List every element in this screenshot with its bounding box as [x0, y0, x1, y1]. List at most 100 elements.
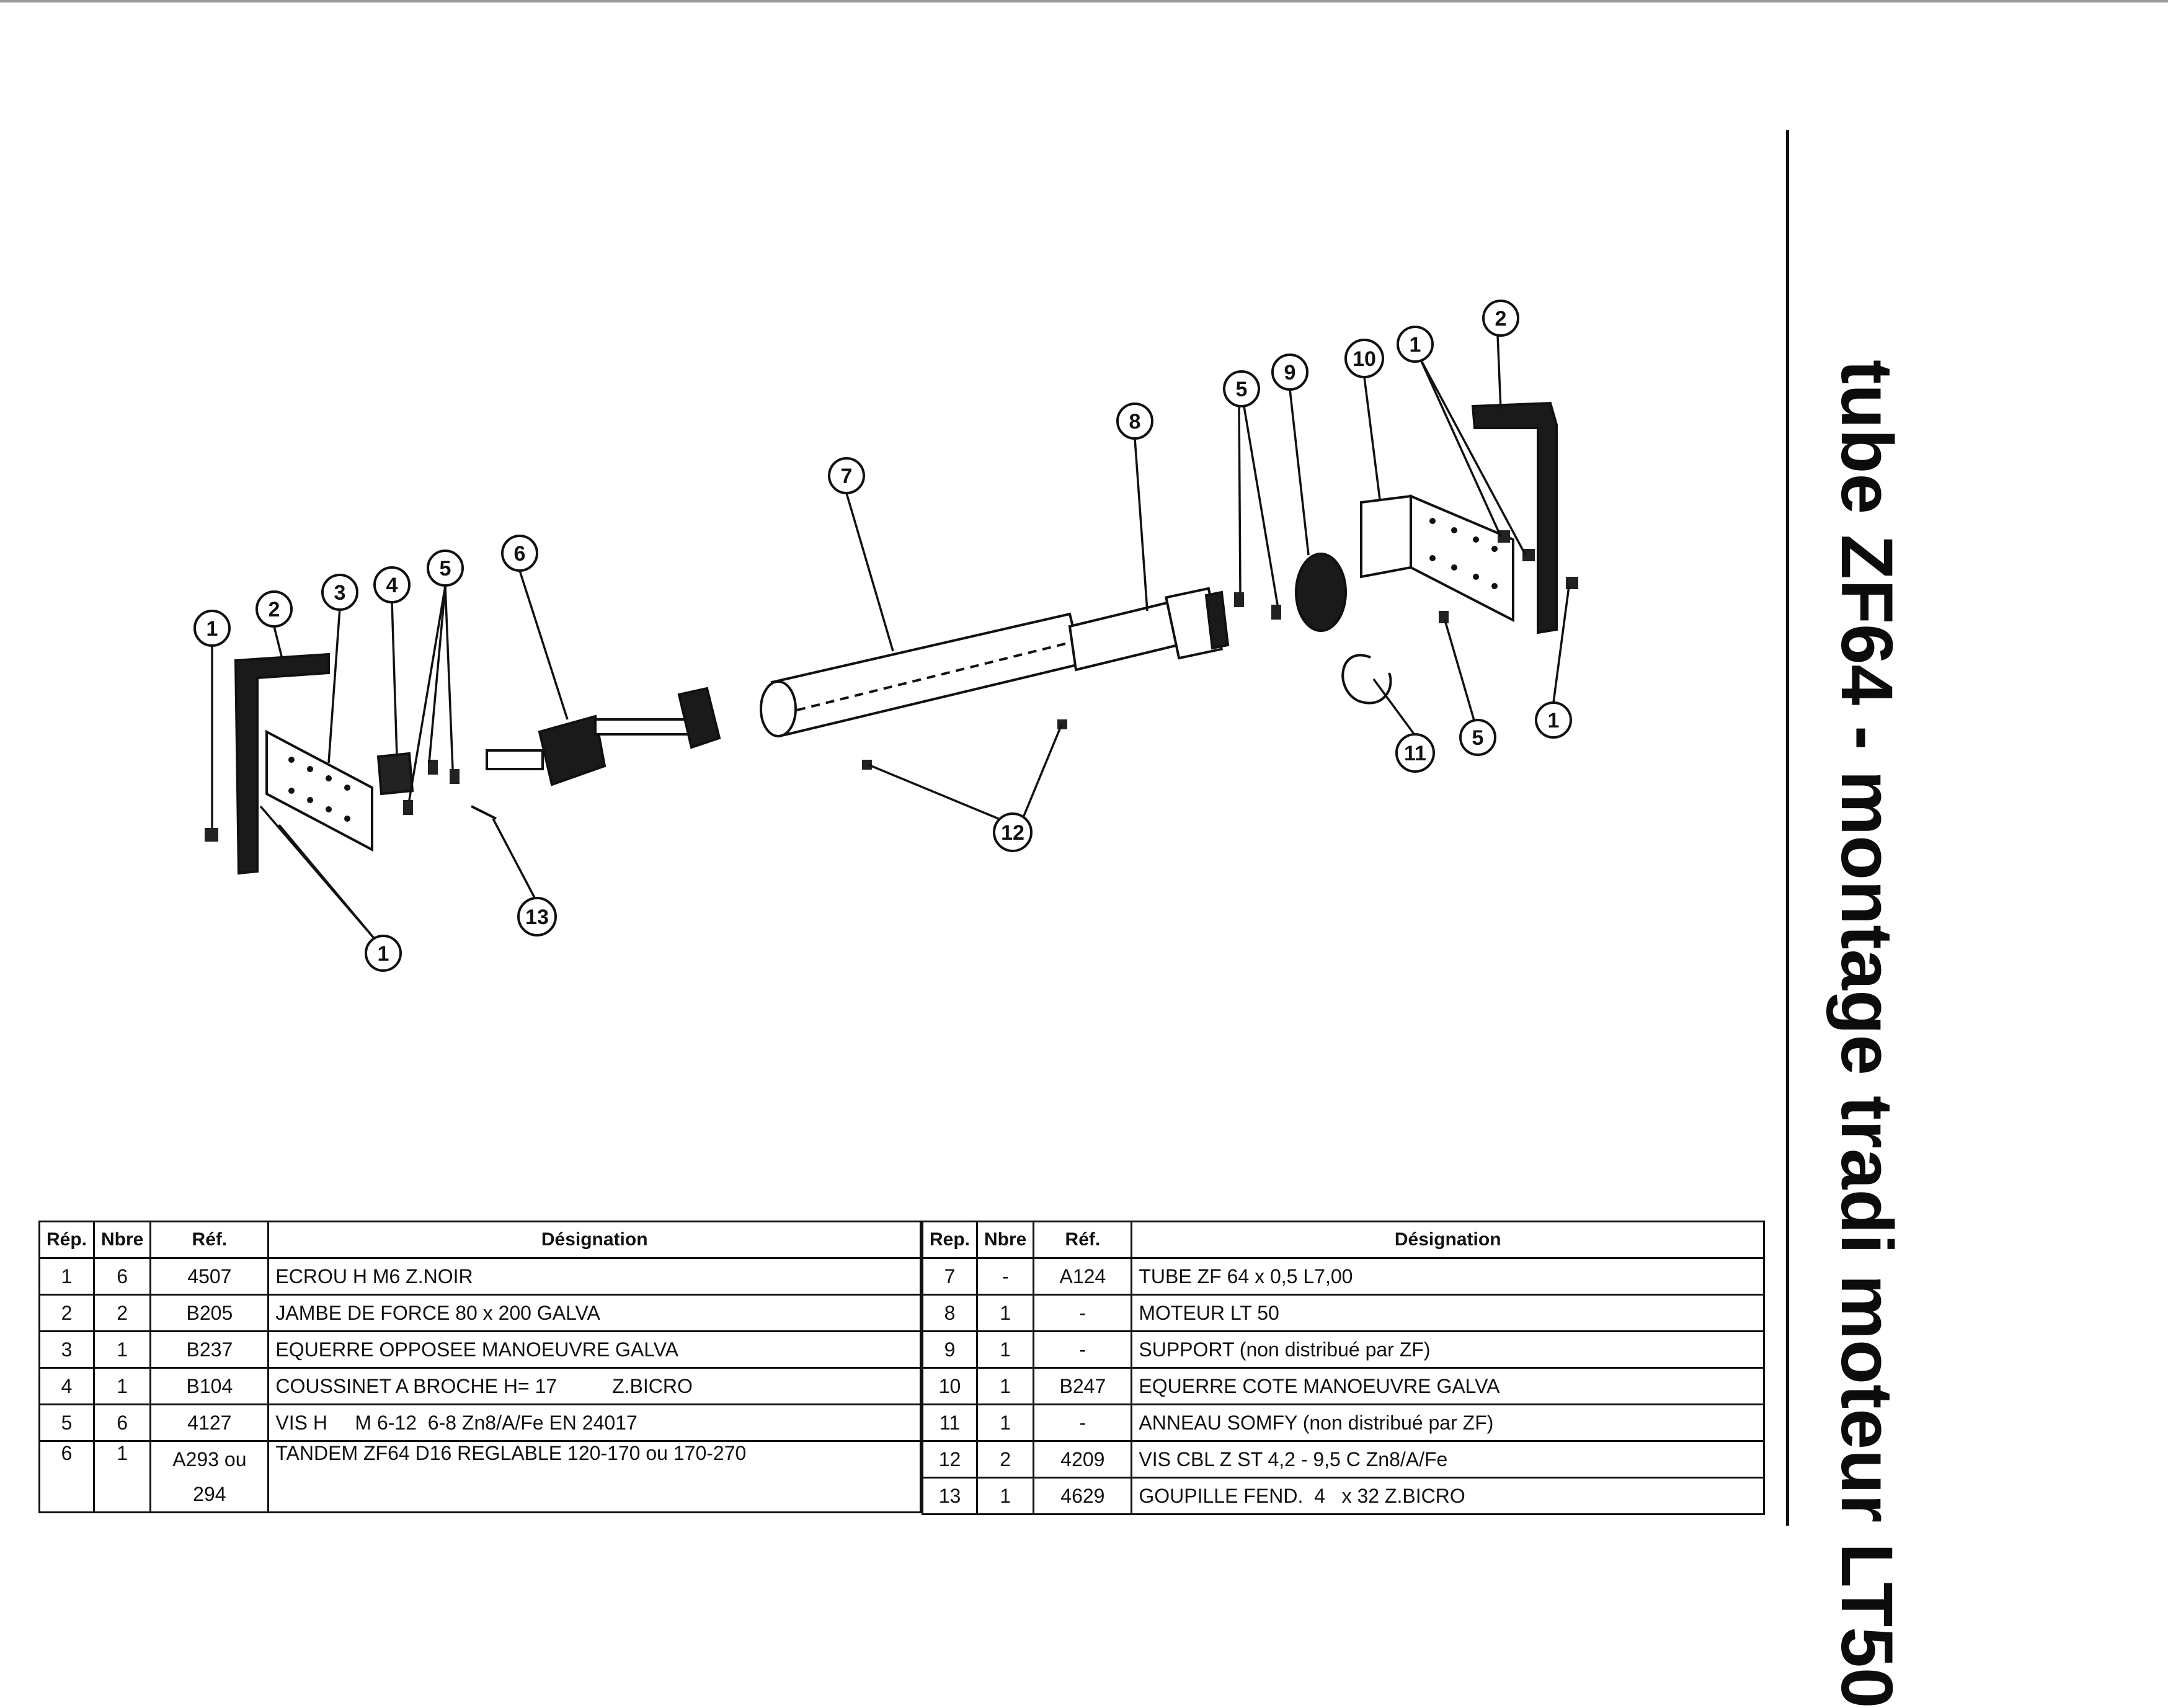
cell-nbre: 1 [976, 1294, 1035, 1332]
header-nbre: Nbre [93, 1221, 152, 1259]
callout-2-a-label: 2 [269, 598, 280, 621]
cell-rep: 13 [921, 1477, 979, 1515]
callout-7-label: 7 [841, 465, 853, 488]
cell-nbre: 1 [976, 1403, 1035, 1442]
table-row-continuation: 294 [40, 1477, 921, 1513]
cell-nbre: 6 [93, 1257, 152, 1296]
table-row: 2 2 B205 JAMBE DE FORCE 80 x 200 GALVA [38, 1294, 922, 1332]
cell-nbre: - [976, 1257, 1035, 1296]
cell-designation: COUSSINET A BROCHE H= 17 Z.BICRO [267, 1367, 922, 1405]
callout-10-label: 10 [1353, 347, 1376, 371]
callout-5-a: 5 [427, 549, 464, 587]
callout-12: 12 [993, 812, 1033, 852]
cell-nbre: 1 [976, 1477, 1035, 1515]
cell-nbre: 1 [93, 1330, 152, 1369]
cell-ref: B205 [149, 1294, 270, 1332]
header-ref: Réf. [1033, 1221, 1133, 1259]
callout-5-a-label: 5 [440, 557, 451, 580]
tube-part-7 [760, 612, 1084, 737]
callout-3-label: 3 [334, 581, 346, 605]
callout-11-label: 11 [1404, 742, 1426, 765]
cell-designation: EQUERRE OPPOSEE MANOEUVRE GALVA [267, 1330, 922, 1369]
callout-7: 7 [828, 457, 865, 494]
cell-ref: - [1033, 1403, 1133, 1442]
parts-table-right: Rep. Nbre Réf. Désignation 7 - A124 TUBE… [921, 1221, 1765, 1515]
cell-rep: 11 [921, 1403, 979, 1442]
cell-rep: 3 [38, 1330, 96, 1369]
right-nuts-part-1 [1498, 530, 1578, 589]
callout-13-label: 13 [525, 905, 549, 929]
table-row: 12 2 4209 VIS CBL Z ST 4,2 - 9,5 C Zn8/A… [921, 1440, 1765, 1479]
ring-part-11 [1341, 654, 1392, 705]
cell-rep: 7 [921, 1257, 979, 1296]
callout-12-label: 12 [1001, 821, 1024, 845]
table-row: 3 1 B237 EQUERRE OPPOSEE MANOEUVRE GALVA [38, 1330, 922, 1369]
cell-rep: 2 [38, 1294, 96, 1332]
callout-8-label: 8 [1129, 410, 1141, 434]
table-row: 9 1 - SUPPORT (non distribué par ZF) [921, 1330, 1765, 1369]
callout-3: 3 [321, 574, 358, 611]
cell-ref: A293 ou [149, 1440, 270, 1477]
cell-nbre: 1 [976, 1367, 1035, 1405]
left-bracket-plate-part-3 [265, 729, 373, 852]
cell-designation: TANDEM ZF64 D16 REGLABLE 120-170 ou 170-… [267, 1440, 922, 1513]
cell-ref-continued: 294 [149, 1477, 270, 1513]
cell-ref: 4209 [1033, 1440, 1133, 1479]
header-rep: Rep. [921, 1221, 979, 1259]
callout-13: 13 [517, 897, 557, 936]
cell-rep: 9 [921, 1330, 979, 1369]
callout-6: 6 [501, 535, 538, 572]
header-ref: Réf. [149, 1221, 270, 1259]
right-bracket-part-10 [1360, 494, 1514, 623]
cell-designation: VIS H M 6-12 6-8 Zn8/A/Fe EN 24017 [267, 1403, 922, 1442]
cell-ref: A124 [1033, 1257, 1133, 1296]
table-row: 4 1 B104 COUSSINET A BROCHE H= 17 Z.BICR… [38, 1367, 922, 1405]
cell-nbre: 1 [976, 1330, 1035, 1369]
document-title: tube ZF64 - montage tradi moteur LT50 [1826, 360, 1908, 1708]
callout-1-c-label: 1 [1548, 709, 1560, 732]
cell-rep: 10 [921, 1367, 979, 1405]
callout-1-a-label: 1 [207, 617, 218, 641]
callout-2-a: 2 [255, 590, 293, 628]
table-row: 6 1 A293 ou TANDEM ZF64 D16 REGLABLE 120… [38, 1440, 922, 1513]
cell-ref: B237 [149, 1330, 270, 1369]
cell-designation: VIS CBL Z ST 4,2 - 9,5 C Zn8/A/Fe [1131, 1440, 1765, 1479]
cell-nbre: 2 [93, 1294, 152, 1332]
cell-nbre: 1 [93, 1367, 152, 1405]
pin-bearing-part-4 [376, 752, 414, 796]
callout-4-label: 4 [386, 574, 398, 597]
callout-8: 8 [1116, 403, 1153, 440]
callout-1-b: 1 [1397, 326, 1434, 363]
cell-designation: EQUERRE COTE MANOEUVRE GALVA [1131, 1367, 1765, 1405]
cell-nbre: 1 [93, 1440, 152, 1513]
cell-designation: ANNEAU SOMFY (non distribué par ZF) [1131, 1403, 1765, 1442]
cell-designation: SUPPORT (non distribué par ZF) [1131, 1330, 1765, 1369]
table-header-row: Rep. Nbre Réf. Désignation [921, 1221, 1765, 1259]
support-part-9 [1295, 553, 1347, 632]
callout-5-b-label: 5 [1236, 378, 1248, 401]
cell-rep: 6 [38, 1440, 96, 1513]
cell-ref: B247 [1033, 1367, 1133, 1405]
left-nut-part-1 [205, 828, 218, 842]
cell-designation: ECROU H M6 Z.NOIR [267, 1257, 922, 1296]
right-force-leg-part-2 [1471, 401, 1558, 634]
pin-part-13 [471, 805, 497, 820]
callout-4: 4 [373, 566, 411, 603]
right-frame-line [1786, 130, 1789, 1526]
cell-ref: - [1033, 1294, 1133, 1332]
cell-nbre: 6 [93, 1403, 152, 1442]
table-row: 1 6 4507 ECROU H M6 Z.NOIR [38, 1257, 922, 1296]
exploded-assembly-drawing: 1 2 3 4 5 6 7 8 5 9 10 1 2 1 5 11 12 13 … [193, 300, 1578, 972]
cell-ref: 4127 [149, 1403, 270, 1442]
cell-rep: 12 [921, 1440, 979, 1479]
callout-5-c-label: 5 [1472, 726, 1484, 750]
callout-1-c: 1 [1535, 701, 1572, 739]
top-scan-edge [0, 0, 2168, 2]
callout-2-b: 2 [1482, 300, 1519, 337]
table-row: 10 1 B247 EQUERRE COTE MANOEUVRE GALVA [921, 1367, 1765, 1405]
callout-2-b-label: 2 [1495, 307, 1507, 331]
cell-ref: 4507 [149, 1257, 270, 1296]
cell-rep: 1 [38, 1257, 96, 1296]
cell-designation: JAMBE DE FORCE 80 x 200 GALVA [267, 1294, 922, 1332]
cell-designation: MOTEUR LT 50 [1131, 1294, 1765, 1332]
